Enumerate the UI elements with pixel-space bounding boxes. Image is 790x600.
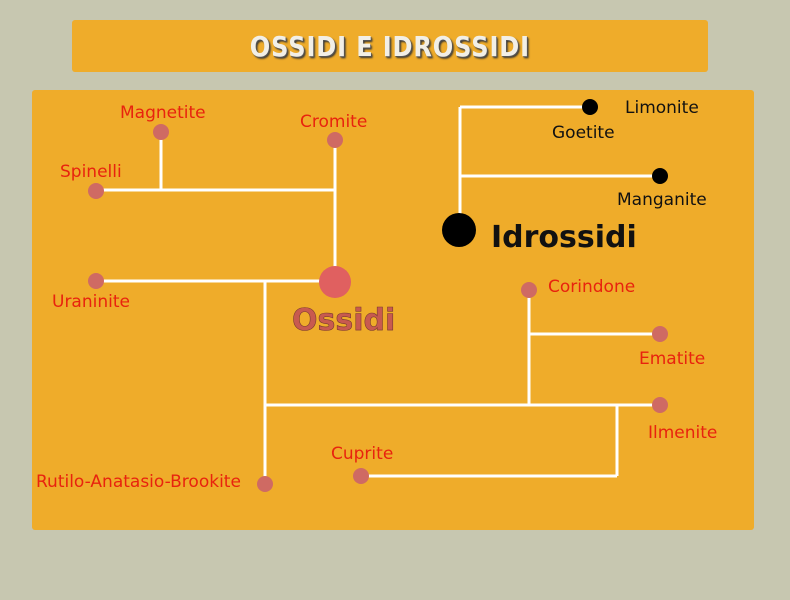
page-title: OSSIDI E IDROSSIDI: [249, 29, 531, 63]
label-cuprite: Cuprite: [331, 444, 393, 464]
title-banner: OSSIDI E IDROSSIDI: [72, 20, 708, 72]
label-goetite: Goetite: [552, 123, 615, 143]
node-spinelli: [88, 183, 104, 199]
diagram-panel: [32, 90, 754, 530]
label-idrossidi: Idrossidi: [491, 220, 637, 255]
node-cuprite: [353, 468, 369, 484]
nodes: [88, 99, 668, 492]
node-manganite: [652, 168, 668, 184]
label-uraninite: Uraninite: [52, 292, 130, 312]
labels: Magnetite Cromite Spinelli Uraninite Oss…: [36, 98, 717, 492]
label-ossidi: Ossidi: [292, 303, 395, 338]
label-rutilo: Rutilo-Anatasio-Brookite: [36, 472, 241, 492]
node-idrossidi: [442, 213, 476, 247]
node-magnetite: [153, 124, 169, 140]
label-ematite: Ematite: [639, 349, 705, 369]
node-corindone: [521, 282, 537, 298]
idrossidi-connectors: [458, 105, 660, 228]
node-ossidi: [319, 266, 351, 298]
node-uraninite: [88, 273, 104, 289]
label-limonite: Limonite: [625, 98, 699, 118]
label-corindone: Corindone: [548, 277, 635, 297]
node-cromite: [327, 132, 343, 148]
label-spinelli: Spinelli: [60, 162, 122, 182]
node-ematite: [652, 326, 668, 342]
label-ilmenite: Ilmenite: [648, 423, 717, 443]
node-rutilo: [257, 476, 273, 492]
ossidi-connectors: [96, 132, 660, 484]
node-ilmenite: [652, 397, 668, 413]
label-magnetite: Magnetite: [120, 103, 206, 123]
label-manganite: Manganite: [617, 190, 707, 210]
label-cromite: Cromite: [300, 112, 367, 132]
node-limonite: [582, 99, 598, 115]
